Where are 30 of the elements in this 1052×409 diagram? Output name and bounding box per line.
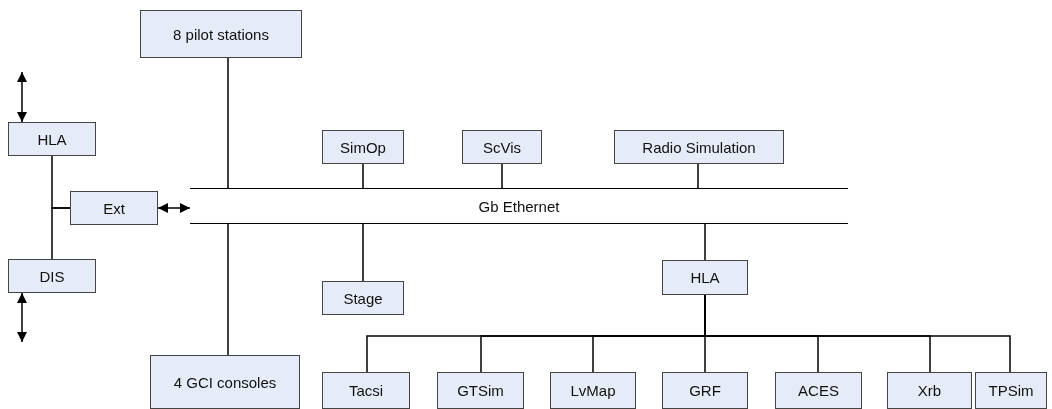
process-box: ACES (775, 372, 862, 409)
process-box: HLA (662, 260, 748, 295)
arrow (17, 71, 27, 123)
process-box: Radio Simulation (614, 130, 784, 164)
connector-line (362, 223, 364, 282)
process-box: ScVis (462, 130, 542, 164)
connector-line (501, 163, 503, 189)
process-box: LvMap (550, 372, 636, 409)
process-box: Xrb (887, 372, 972, 409)
connector-line (362, 163, 364, 189)
connector-line (227, 223, 229, 356)
arrow (157, 203, 191, 213)
process-box: 4 GCI consoles (150, 355, 300, 409)
connector-line (697, 163, 699, 189)
process-box: Stage (322, 281, 404, 315)
process-box: GRF (662, 372, 748, 409)
process-box: HLA (8, 122, 96, 156)
process-box: SimOp (322, 130, 404, 164)
bus-label: Gb Ethernet (478, 197, 560, 215)
process-box: GTSim (437, 372, 524, 409)
process-box: Tacsi (322, 372, 410, 409)
connector-line (51, 207, 71, 260)
process-box: 8 pilot stations (140, 10, 302, 58)
process-box: DIS (8, 259, 96, 293)
process-box: Ext (70, 191, 158, 225)
connector-line (704, 223, 706, 261)
arrow (17, 292, 27, 343)
connector-line (227, 57, 229, 189)
network-bus (190, 188, 848, 224)
process-box: TPSim (975, 372, 1047, 409)
